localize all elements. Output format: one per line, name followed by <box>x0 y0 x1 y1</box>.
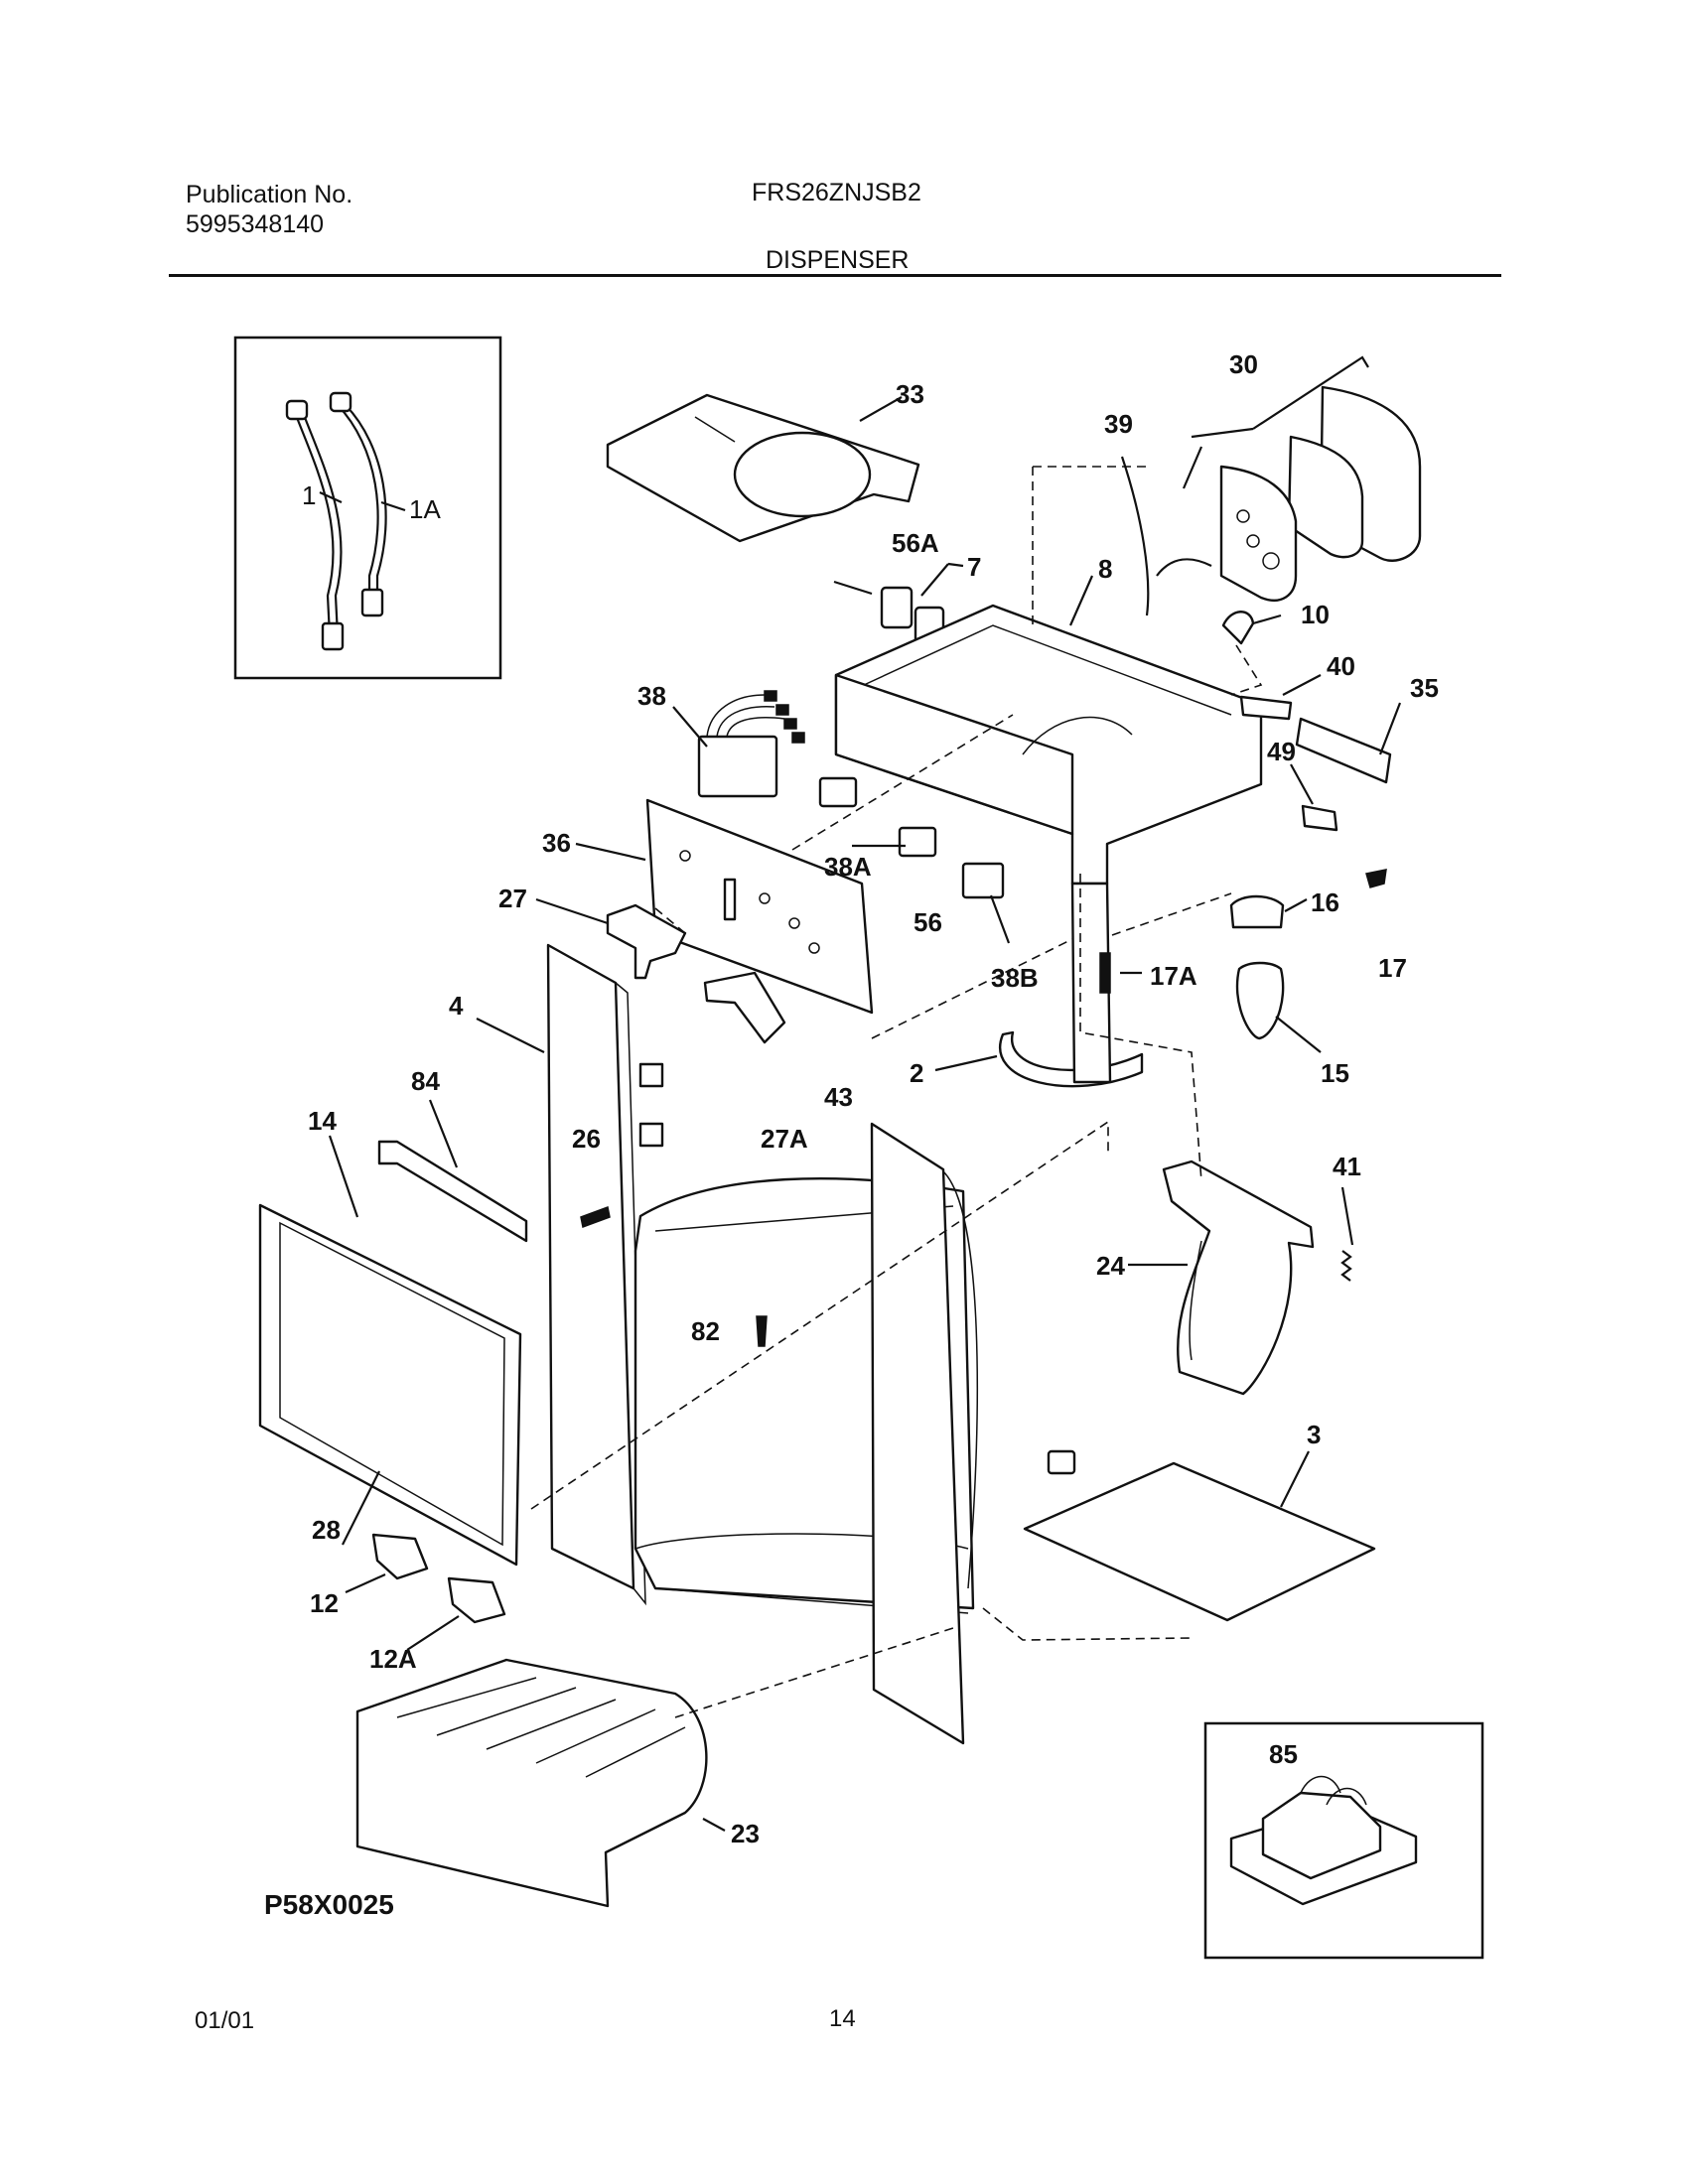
frame-shaft <box>1070 882 1112 1084</box>
part-labels: 1 1A 33 30 39 56A 7 8 10 40 35 38 49 36 … <box>264 349 1439 1920</box>
label-15: 15 <box>1321 1058 1349 1088</box>
part-41-spring <box>1340 1250 1352 1282</box>
label-12a: 12A <box>369 1644 417 1674</box>
part-35-leader <box>1378 702 1402 755</box>
part-27a-lever <box>703 971 786 1044</box>
part-12a-clip <box>447 1576 506 1624</box>
diagram-code: P58X0025 <box>264 1889 394 1920</box>
part-40 <box>1239 695 1293 721</box>
part-12-clip <box>371 1533 429 1580</box>
part-40-leader <box>1282 674 1322 696</box>
label-1a: 1A <box>409 494 441 524</box>
part-38-harness <box>672 690 805 798</box>
footer-page: 14 <box>829 2005 856 2032</box>
label-24: 24 <box>1096 1251 1125 1281</box>
part-14-door <box>258 1135 522 1567</box>
label-43: 43 <box>824 1082 853 1112</box>
label-1: 1 <box>302 480 316 510</box>
part-30-housing <box>1182 355 1422 602</box>
label-26: 26 <box>572 1124 601 1154</box>
label-38a: 38A <box>824 852 872 882</box>
label-56: 56 <box>914 907 942 937</box>
part-82-screw <box>756 1315 768 1347</box>
label-82: 82 <box>691 1316 720 1346</box>
label-28: 28 <box>312 1515 341 1545</box>
part-10 <box>1221 611 1255 645</box>
label-4: 4 <box>449 991 464 1021</box>
part-39-rod <box>1120 456 1150 616</box>
label-30: 30 <box>1229 349 1258 379</box>
label-38: 38 <box>637 681 666 711</box>
part-12-leader <box>345 1572 386 1594</box>
label-33: 33 <box>896 379 924 409</box>
label-85: 85 <box>1269 1739 1298 1769</box>
right-panel-curve <box>942 1170 978 1589</box>
label-40: 40 <box>1327 651 1355 681</box>
model-number: FRS26ZNJSB2 <box>752 179 921 206</box>
part-17-screw <box>1365 869 1387 888</box>
inset-part-85 <box>1203 1721 1484 1960</box>
label-84: 84 <box>411 1066 440 1096</box>
part-27-leader <box>535 897 609 925</box>
part-39-link <box>1156 558 1212 577</box>
section-title: DISPENSER <box>766 246 910 274</box>
part-10-leader <box>1252 614 1282 625</box>
header-rule <box>169 274 1501 277</box>
label-39: 39 <box>1104 409 1133 439</box>
label-7: 7 <box>967 552 981 582</box>
part-24-actuator <box>1128 1160 1315 1396</box>
label-2: 2 <box>910 1058 923 1088</box>
part-49 <box>1301 804 1338 832</box>
part-17a-screw <box>1099 952 1111 994</box>
label-27: 27 <box>498 884 527 913</box>
label-27a: 27A <box>761 1124 808 1154</box>
footer-date: 01/01 <box>195 2007 255 2034</box>
part-8-frame <box>834 575 1263 886</box>
publication-label: Publication No. <box>186 181 353 208</box>
switches-38a-38b <box>818 776 1011 944</box>
part-16-15-lamp <box>1229 894 1322 1053</box>
label-56a: 56A <box>892 528 939 558</box>
part-3-heater <box>1023 1449 1376 1622</box>
part-27-bracket <box>606 903 687 980</box>
label-35: 35 <box>1410 673 1439 703</box>
part-26-screw <box>580 1205 611 1229</box>
part-49-leader <box>1290 763 1314 805</box>
label-38b: 38B <box>991 963 1039 993</box>
label-14: 14 <box>308 1106 337 1136</box>
label-10: 10 <box>1301 600 1330 629</box>
label-49: 49 <box>1267 737 1296 766</box>
part-12a-leader <box>406 1615 460 1651</box>
publication-number: 5995348140 <box>186 210 325 238</box>
part-23-tray <box>355 1658 726 1908</box>
right-side-panel <box>870 1122 965 1745</box>
part-84-leader <box>428 1099 459 1168</box>
label-3: 3 <box>1307 1420 1321 1449</box>
part-84-strap <box>377 1140 528 1243</box>
label-17: 17 <box>1378 953 1407 983</box>
label-8: 8 <box>1098 554 1112 584</box>
label-12: 12 <box>310 1588 339 1618</box>
assembly-guides <box>530 466 1263 1718</box>
label-17a: 17A <box>1150 961 1197 991</box>
part-33-top-plate <box>606 393 920 543</box>
label-36: 36 <box>542 828 571 858</box>
part-35 <box>1295 717 1392 784</box>
part-41-leader <box>1340 1186 1354 1246</box>
label-23: 23 <box>731 1819 760 1848</box>
inset-water-tubes <box>233 336 502 680</box>
part-36-panel <box>575 798 874 1015</box>
label-16: 16 <box>1311 887 1339 917</box>
label-41: 41 <box>1333 1152 1361 1181</box>
